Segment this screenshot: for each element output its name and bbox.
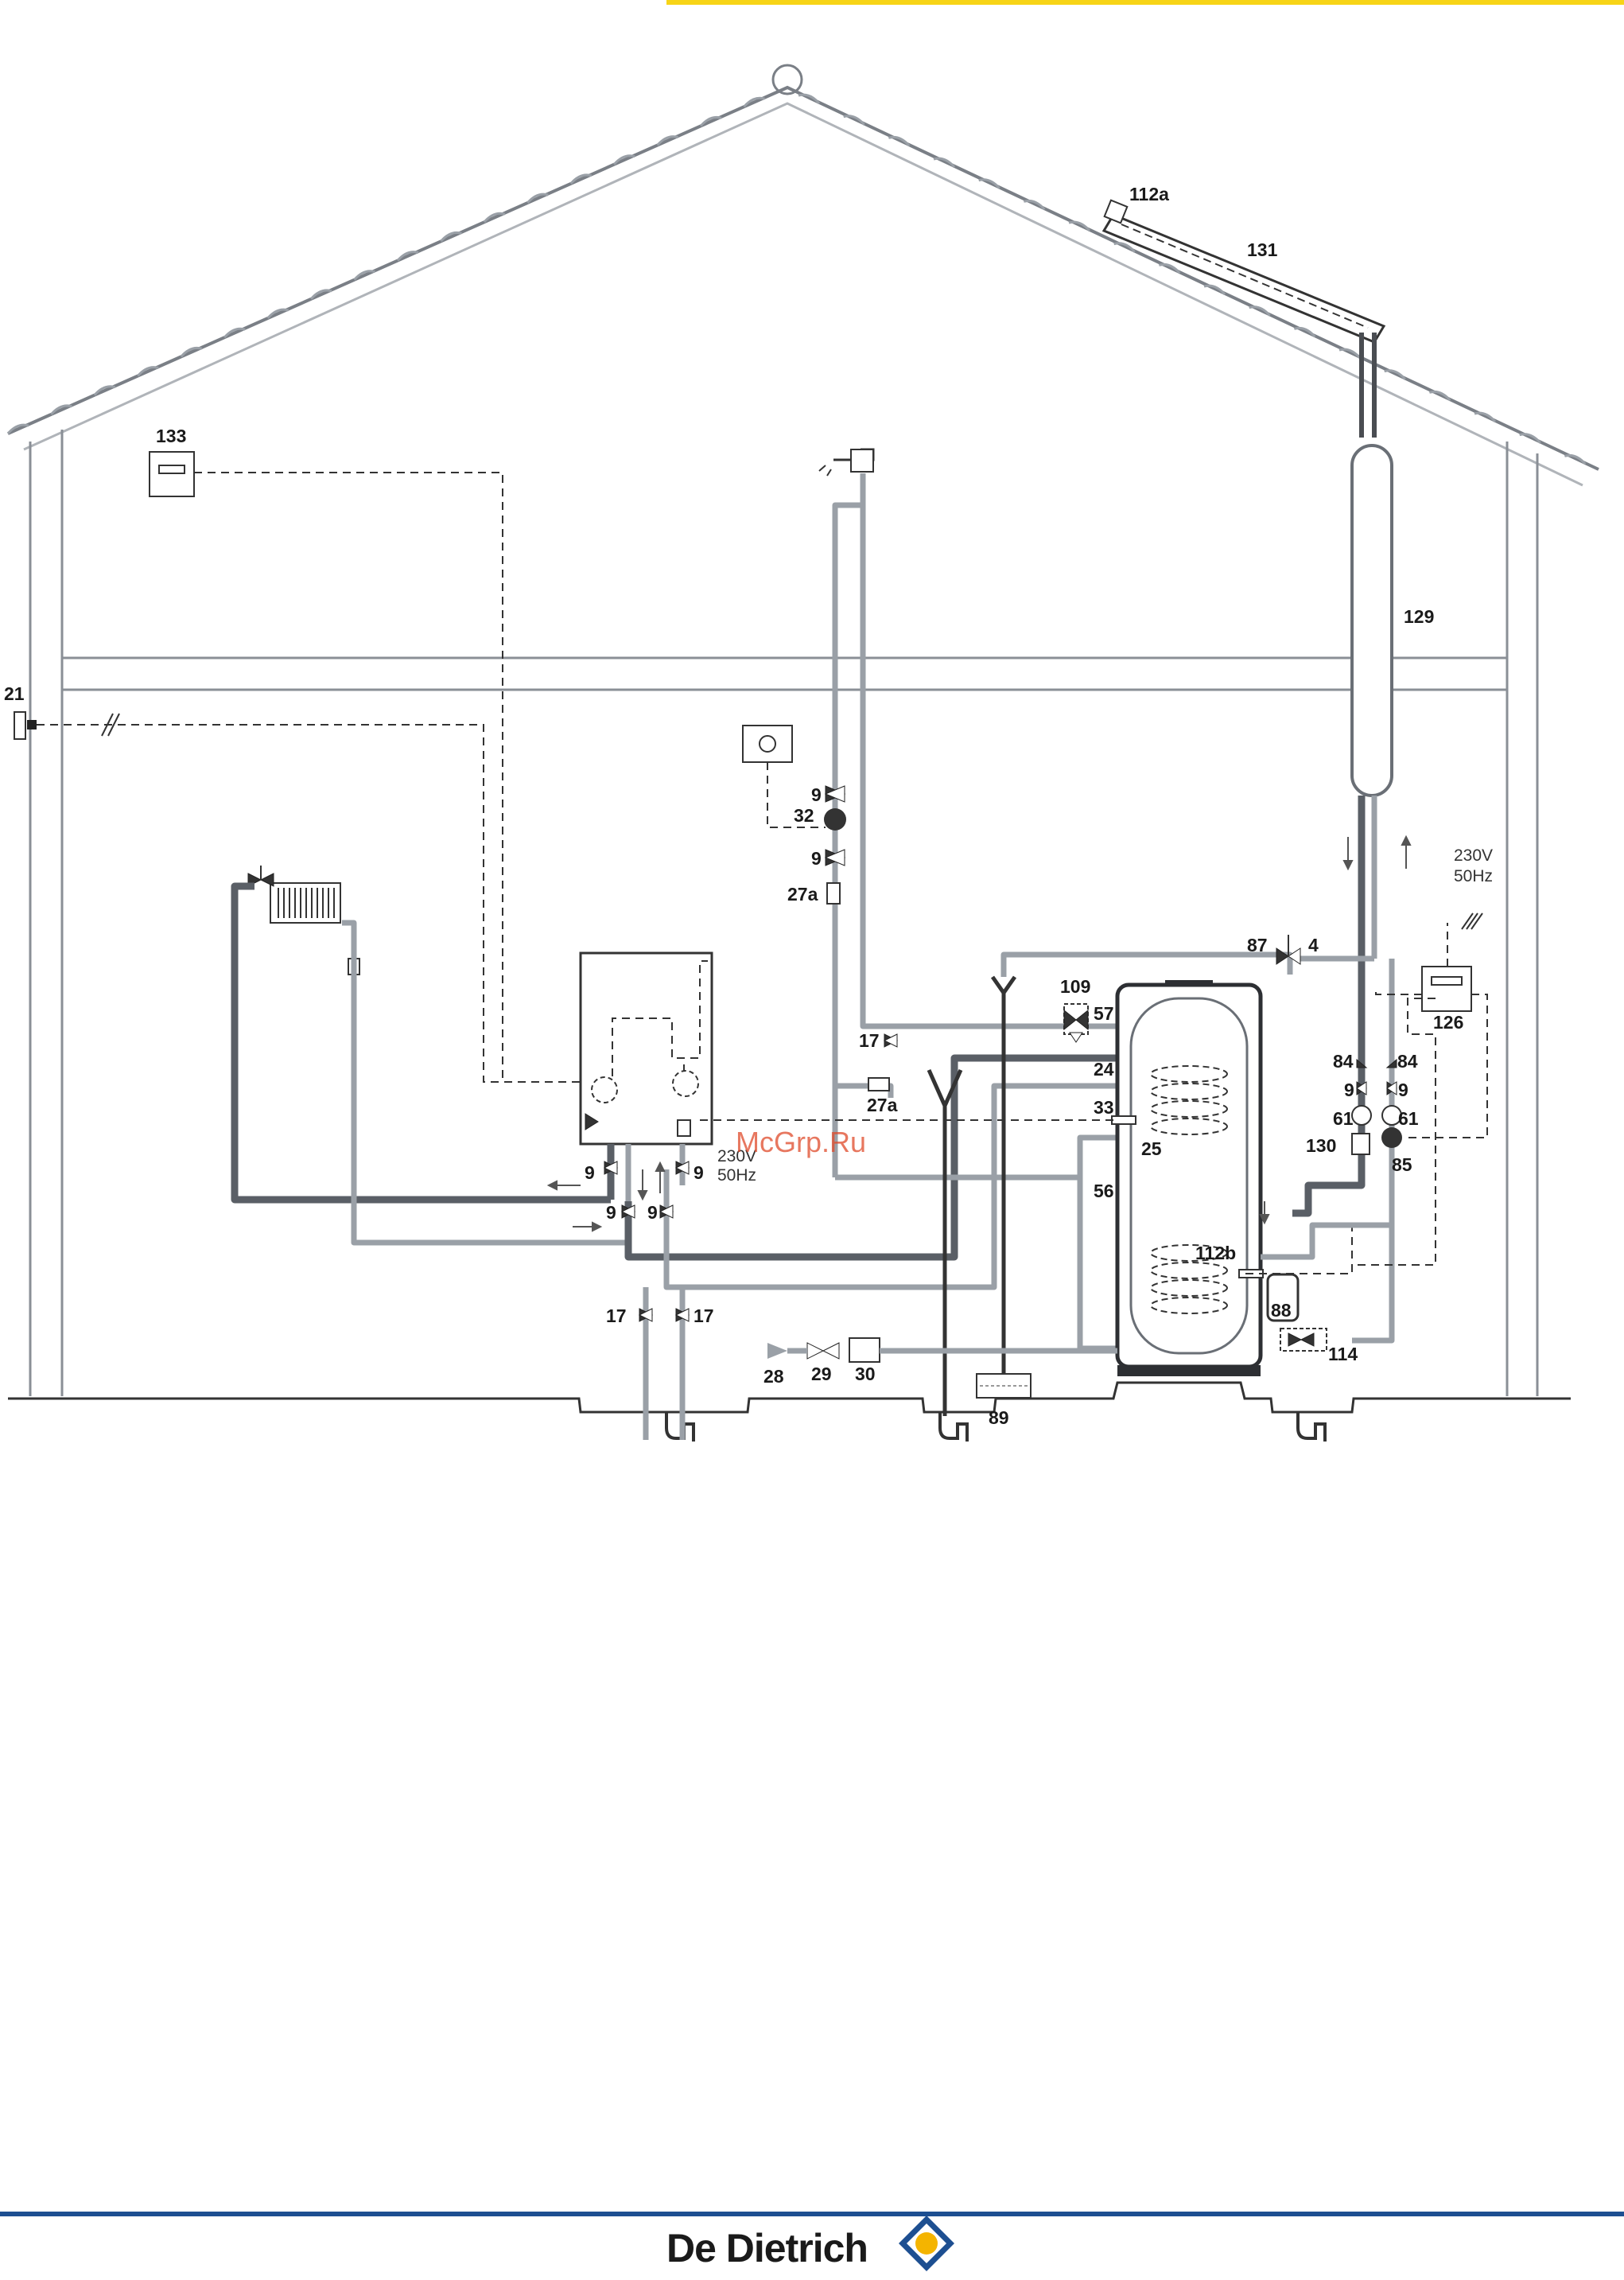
label-9-boiler-d: 9 xyxy=(647,1202,658,1223)
filling-kit xyxy=(1280,1329,1327,1351)
brand-diamond-icon xyxy=(899,2216,954,2271)
label-88: 88 xyxy=(1271,1300,1292,1321)
label-17-left: 17 xyxy=(606,1305,627,1326)
label-9-top: 9 xyxy=(811,784,822,805)
label-21: 21 xyxy=(4,683,25,704)
label-109: 109 xyxy=(1060,976,1090,997)
label-114: 114 xyxy=(1328,1344,1358,1364)
label-87: 87 xyxy=(1247,935,1268,955)
label-130: 130 xyxy=(1306,1135,1336,1156)
label-85: 85 xyxy=(1392,1154,1412,1175)
label-133: 133 xyxy=(156,426,186,446)
label-solar-50hz: 50Hz xyxy=(1454,867,1493,885)
label-solar-230v: 230V xyxy=(1454,846,1493,865)
flue-duct xyxy=(1352,445,1392,796)
label-33: 33 xyxy=(1094,1097,1114,1118)
label-9-station-left: 9 xyxy=(1344,1080,1354,1100)
label-129: 129 xyxy=(1404,606,1434,627)
label-126: 126 xyxy=(1433,1012,1463,1033)
header-rule xyxy=(666,0,1624,5)
label-131: 131 xyxy=(1247,239,1278,260)
label-28: 28 xyxy=(763,1366,784,1387)
boiler xyxy=(581,953,712,1144)
outdoor-sensor xyxy=(14,712,37,739)
solar-regulator xyxy=(1422,967,1471,1011)
footer-rule xyxy=(0,2212,1624,2216)
shower-head xyxy=(819,449,873,476)
label-112b: 112b xyxy=(1195,1243,1236,1263)
label-17-mid: 17 xyxy=(859,1030,880,1051)
cold-water-inlet xyxy=(767,1338,880,1362)
label-24: 24 xyxy=(1094,1059,1114,1080)
label-61-right: 61 xyxy=(1398,1108,1419,1129)
solar-storage-tank xyxy=(1112,980,1263,1376)
thermostatic-mixing-valve xyxy=(1064,1004,1088,1042)
label-84-right: 84 xyxy=(1397,1051,1418,1072)
brand-logo: De Dietrich xyxy=(666,2216,954,2271)
label-61-left: 61 xyxy=(1333,1108,1354,1129)
label-27a-mid: 27a xyxy=(867,1095,898,1115)
watermark: McGrp.Ru xyxy=(736,1126,866,1158)
label-boiler-50hz: 50Hz xyxy=(717,1166,756,1185)
dhw-programmer xyxy=(743,726,792,762)
drain-bucket xyxy=(977,1374,1031,1398)
room-thermostat xyxy=(150,452,194,496)
label-9-boiler-c: 9 xyxy=(606,1202,616,1223)
label-4: 4 xyxy=(1308,935,1319,955)
brand-name: De Dietrich xyxy=(666,2226,868,2270)
label-84-left: 84 xyxy=(1333,1051,1354,1072)
solar-collector xyxy=(1104,200,1384,438)
label-57: 57 xyxy=(1094,1003,1114,1024)
label-17-right: 17 xyxy=(694,1305,714,1326)
label-89: 89 xyxy=(989,1407,1009,1428)
labels: 112a 131 133 129 21 9 32 9 27a 87 4 230V… xyxy=(4,184,1493,1428)
label-30: 30 xyxy=(855,1364,876,1384)
label-25: 25 xyxy=(1141,1138,1162,1159)
label-9-boiler-a: 9 xyxy=(585,1162,595,1183)
label-9-lower: 9 xyxy=(811,848,822,869)
label-32: 32 xyxy=(794,805,814,826)
label-27a-top: 27a xyxy=(787,884,818,905)
label-9-station-right: 9 xyxy=(1398,1080,1408,1100)
label-56: 56 xyxy=(1094,1181,1114,1201)
label-9-boiler-b: 9 xyxy=(694,1162,704,1183)
label-29: 29 xyxy=(811,1364,832,1384)
label-112a: 112a xyxy=(1129,184,1169,204)
